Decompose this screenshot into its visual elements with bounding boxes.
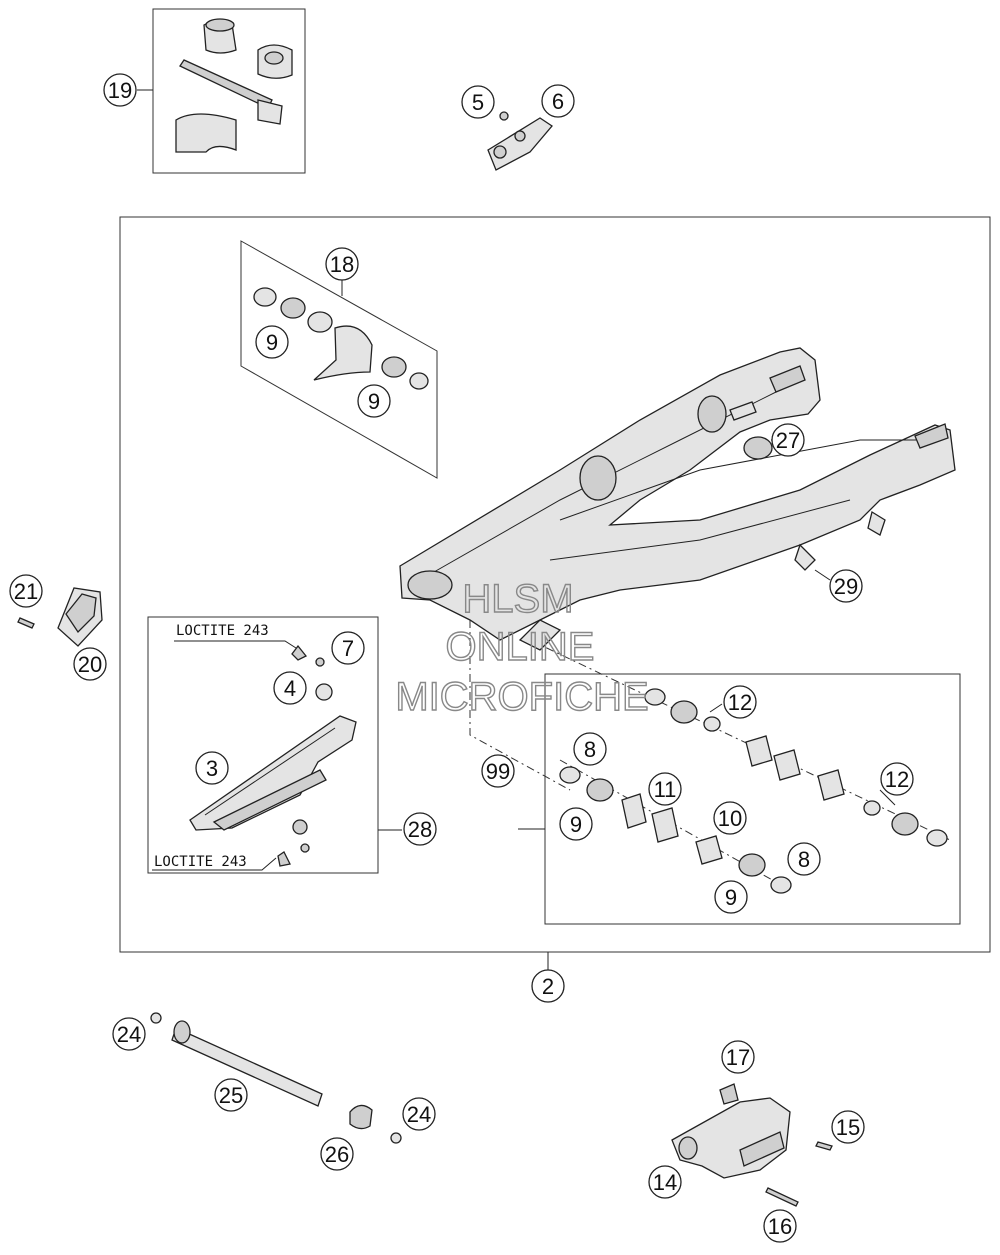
chain-slider [189, 644, 357, 867]
svg-text:27: 27 [776, 428, 800, 453]
svg-text:12: 12 [728, 690, 752, 715]
svg-text:29: 29 [834, 574, 858, 599]
callout-2: 2 [531, 969, 565, 1003]
swingarm-axle [150, 1012, 402, 1144]
loctite-note-top: LOCTITE 243 [176, 623, 269, 639]
callout-4: 4 [273, 671, 307, 705]
svg-text:14: 14 [653, 1170, 677, 1195]
svg-text:9: 9 [570, 812, 582, 837]
svg-text:24: 24 [407, 1102, 431, 1127]
svg-text:15: 15 [836, 1115, 860, 1140]
axis-line-left [529, 639, 951, 841]
svg-text:24: 24 [117, 1022, 141, 1047]
svg-text:28: 28 [408, 817, 432, 842]
svg-text:7: 7 [342, 636, 354, 661]
needle-bearing-set [559, 688, 948, 894]
loctite-underline-top [174, 640, 297, 649]
svg-text:5: 5 [472, 90, 484, 115]
chain-slider-box [147, 616, 379, 874]
chain-guide [671, 1083, 833, 1207]
watermark-line1: HLSM [462, 577, 573, 621]
bearing-kit-box [544, 673, 961, 925]
callout-11: 11 [648, 772, 682, 806]
callout-8-right: 8 [787, 842, 821, 876]
svg-text:20: 20 [78, 652, 102, 677]
callout-7: 7 [331, 631, 365, 665]
watermark-line2: ONLINE [446, 625, 595, 669]
callout-19: 19 [103, 73, 137, 107]
callout-9-lower: 9 [714, 880, 748, 914]
loctite-underline-bottom [152, 857, 277, 871]
svg-text:16: 16 [768, 1214, 792, 1239]
svg-text:26: 26 [325, 1142, 349, 1167]
callout-6: 6 [541, 84, 575, 118]
leader-29 [814, 569, 831, 581]
callout-24-right: 24 [402, 1097, 436, 1131]
svg-text:8: 8 [584, 737, 596, 762]
leader-12b [879, 789, 896, 806]
svg-text:2: 2 [542, 974, 554, 999]
svg-text:18: 18 [330, 252, 354, 277]
svg-text:3: 3 [206, 756, 218, 781]
svg-text:10: 10 [718, 806, 742, 831]
callout-9-upper-left: 9 [255, 325, 289, 359]
svg-text:9: 9 [725, 885, 737, 910]
watermark-line3: MICROFICHE [395, 675, 648, 719]
callout-20: 20 [73, 647, 107, 681]
callout-5: 5 [461, 85, 495, 119]
bearing-tool-kit [175, 18, 293, 153]
svg-text:9: 9 [266, 330, 278, 355]
svg-text:25: 25 [219, 1083, 243, 1108]
callout-15: 15 [831, 1110, 865, 1144]
callout-21: 21 [9, 574, 43, 608]
callout-12-upper: 12 [723, 685, 757, 719]
callout-99: 99 [481, 754, 515, 788]
callout-10: 10 [713, 801, 747, 835]
callout-25: 25 [214, 1078, 248, 1112]
svg-text:12: 12 [885, 767, 909, 792]
leader-12a [709, 703, 723, 713]
svg-text:8: 8 [798, 847, 810, 872]
callout-16: 16 [763, 1209, 797, 1243]
callout-17: 17 [721, 1040, 755, 1074]
callout-8-left: 8 [573, 732, 607, 766]
svg-text:19: 19 [108, 78, 132, 103]
svg-text:11: 11 [654, 777, 677, 802]
callout-24-left: 24 [112, 1017, 146, 1051]
callout-9-upper-right: 9 [357, 384, 391, 418]
callout-29: 29 [829, 569, 863, 603]
svg-text:17: 17 [726, 1045, 750, 1070]
guard-part-20 [17, 587, 103, 647]
callout-9-mid-left: 9 [559, 807, 593, 841]
callout-26: 26 [320, 1137, 354, 1171]
swingarm [399, 347, 956, 651]
cover-parts-5-6 [487, 111, 553, 171]
callout-14: 14 [648, 1165, 682, 1199]
axis-line-upper [469, 620, 571, 791]
swingarm-assembly-box [119, 216, 991, 953]
kit-box-18 [240, 240, 438, 479]
callout-12-lower: 12 [880, 762, 914, 796]
svg-text:21: 21 [14, 579, 38, 604]
svg-text:6: 6 [552, 89, 564, 114]
svg-text:4: 4 [284, 676, 296, 701]
svg-text:9: 9 [368, 389, 380, 414]
callout-27: 27 [771, 423, 805, 457]
pivot-bushing-kit [253, 287, 429, 390]
callout-28: 28 [403, 812, 437, 846]
callout-3: 3 [195, 751, 229, 785]
callout-18: 18 [325, 247, 359, 281]
svg-text:99: 99 [486, 759, 510, 784]
loctite-note-bottom: LOCTITE 243 [154, 854, 247, 870]
kit-box-19 [152, 8, 306, 174]
